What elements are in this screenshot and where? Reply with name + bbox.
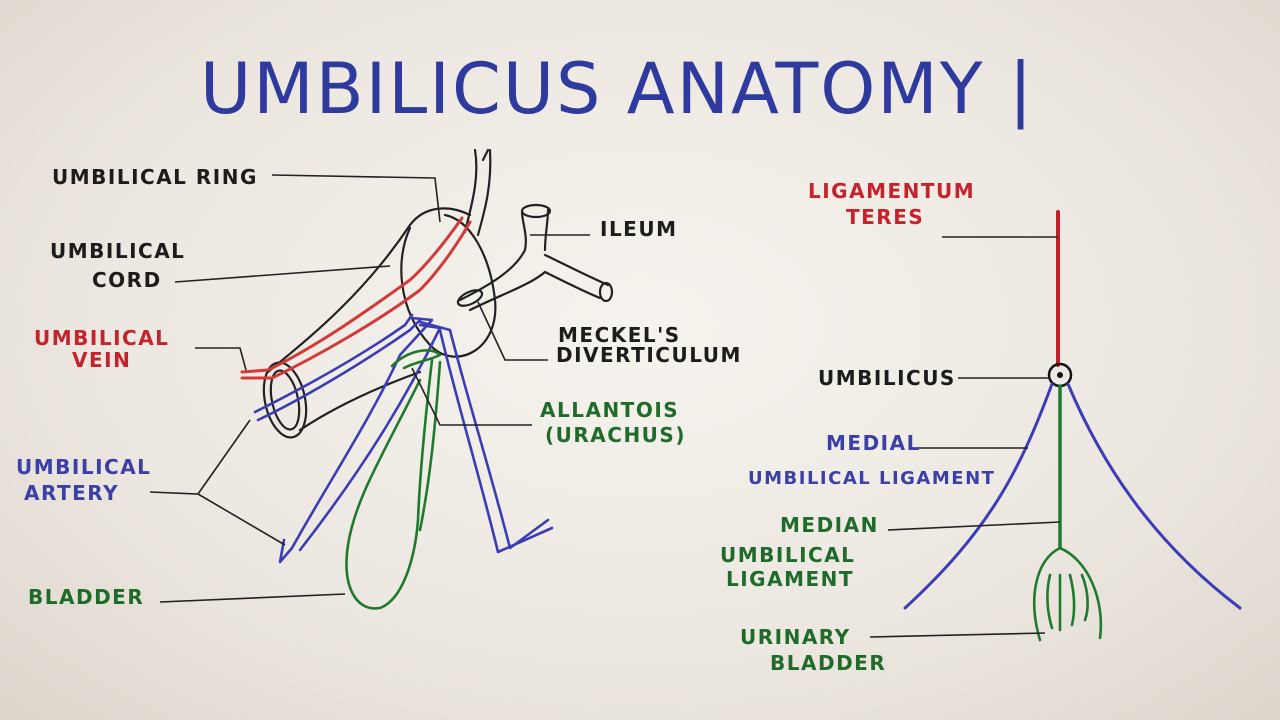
label-ligamentum-1: LIGAMENTUM	[808, 179, 975, 203]
label-umbilical-artery-2: ARTERY	[24, 481, 119, 505]
label-allantois-1: ALLANTOIS	[540, 398, 679, 422]
label-median-1: MEDIAN	[780, 513, 879, 537]
label-urinary-2: BLADDER	[770, 651, 886, 675]
allantois-leader	[411, 367, 532, 426]
label-median-3: LIGAMENT	[726, 567, 854, 591]
diagram-title: UMBILICUS ANATOMY |	[200, 48, 1035, 130]
medial-ligament-right	[1066, 382, 1242, 610]
medial-ligament-left	[903, 382, 1054, 610]
umbilical-cord-leader	[174, 265, 391, 283]
label-median-2: UMBILICAL	[720, 543, 855, 567]
label-bladder: BLADDER	[28, 585, 144, 609]
umbilical-vein-leader	[195, 347, 247, 371]
label-ileum: ILEUM	[600, 217, 678, 241]
ileum-drawing	[456, 203, 614, 312]
label-ligamentum-2: TERES	[846, 205, 924, 229]
label-umbilical-vein-2: VEIN	[72, 348, 131, 372]
label-medial-2: UMBILICAL LIGAMENT	[748, 468, 995, 489]
urinary-bladder-drawing	[1033, 546, 1103, 642]
median-ligament-leader	[887, 521, 1061, 531]
allantois-bladder-drawing	[345, 349, 442, 610]
label-umbilical-ring: UMBILICAL RING	[52, 165, 258, 189]
umbilical-cord-drawing	[262, 148, 497, 439]
label-umbilical-artery-1: UMBILICAL	[16, 455, 151, 479]
umbilical-ring-leader	[271, 174, 441, 223]
umbilical-artery-drawing	[253, 313, 554, 564]
label-umbilical-cord-2: CORD	[92, 268, 162, 292]
urinary-bladder-leader	[869, 632, 1046, 638]
label-allantois-2: (URACHUS)	[545, 423, 686, 447]
label-meckels-2: DIVERTICULUM	[556, 343, 742, 367]
label-umbilical-vein-1: UMBILICAL	[34, 326, 169, 350]
label-umbilicus: UMBILICUS	[818, 366, 956, 390]
umbilical-vein-drawing	[240, 216, 472, 380]
label-meckels-1: MECKEL'S	[558, 323, 681, 347]
bladder-leader	[159, 593, 346, 603]
umbilicus-dot	[1057, 372, 1063, 378]
label-urinary-1: URINARY	[740, 625, 851, 649]
umbilical-artery-leader	[149, 419, 286, 546]
label-medial-1: MEDIAL	[826, 431, 921, 455]
meckels-leader	[477, 301, 548, 361]
label-umbilical-cord-1: UMBILICAL	[50, 239, 185, 263]
